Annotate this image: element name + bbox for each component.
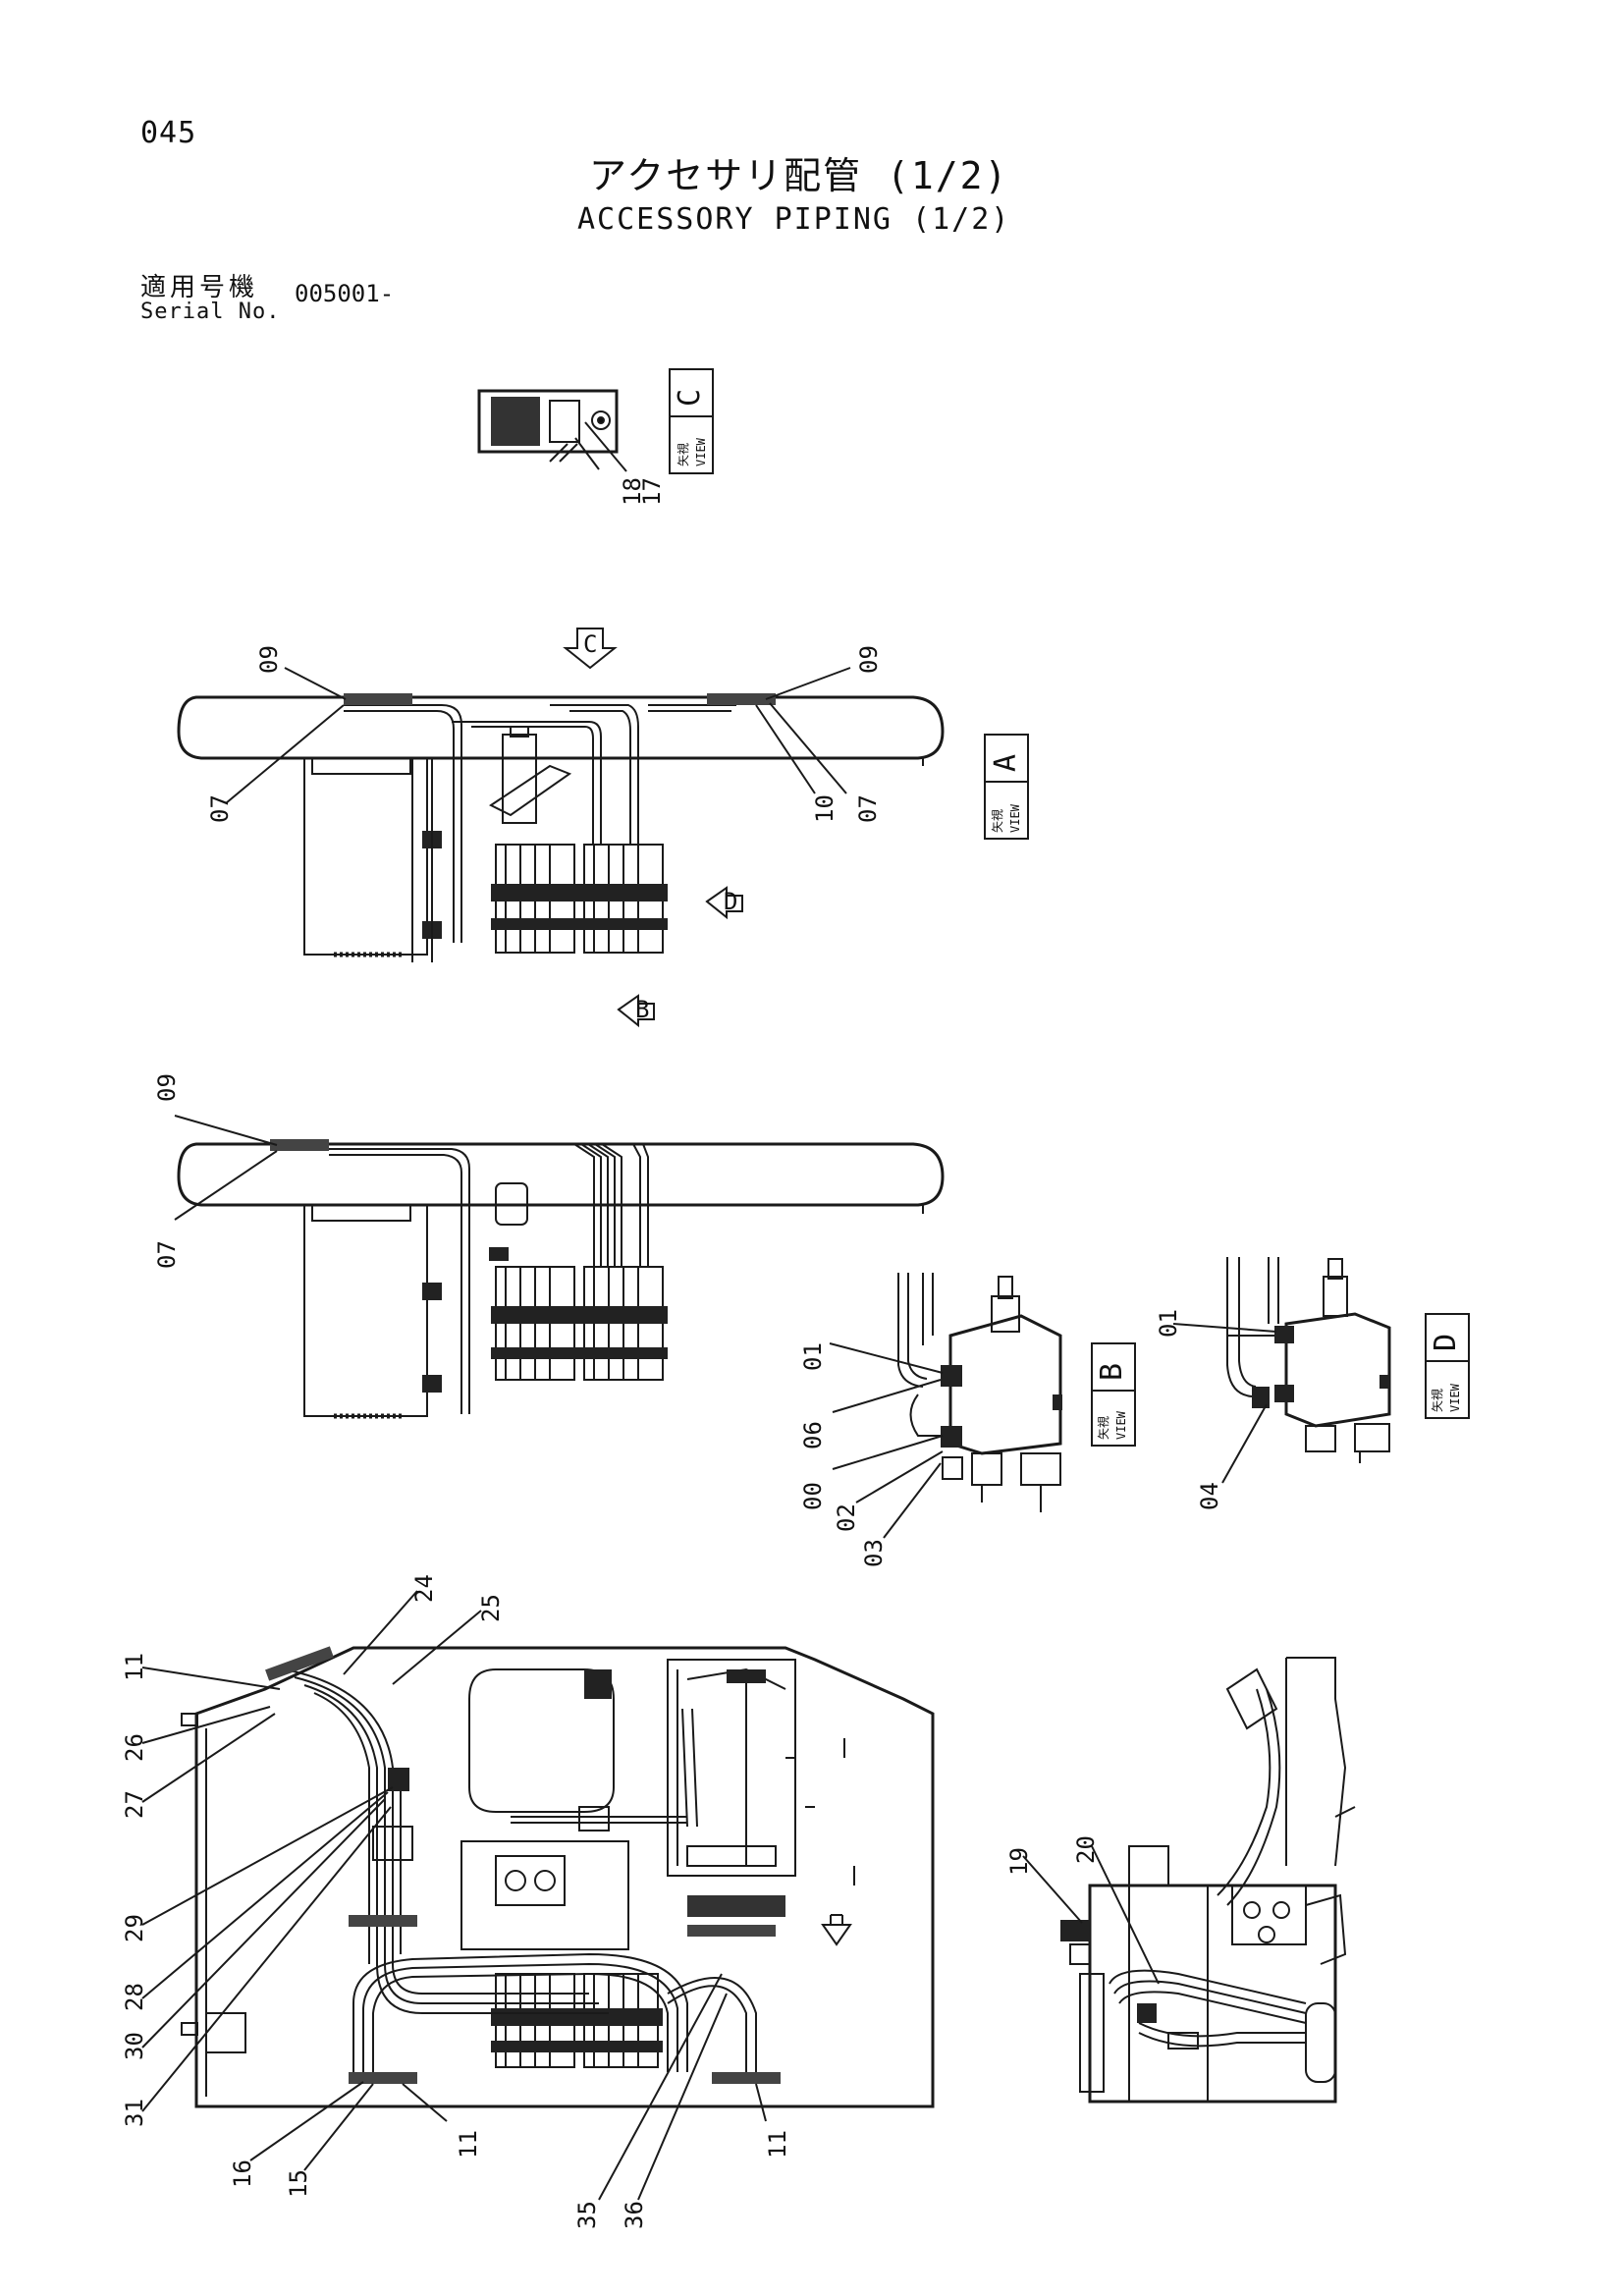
- view-b-assembly: 01 06 00 02 03: [799, 1273, 1062, 1567]
- callout-28: 28: [121, 1983, 148, 2011]
- serial-label-english: Serial No.: [140, 300, 281, 324]
- callout-30: 30: [121, 2032, 148, 2060]
- view-c-word-en: VIEW: [694, 437, 708, 466]
- view-a-word-ja: 矢視: [990, 809, 1004, 833]
- view-a-letter: A: [989, 754, 1023, 772]
- callout-07-top-right: 07: [854, 794, 882, 823]
- callout-27: 27: [121, 1790, 148, 1819]
- callout-17: 17: [638, 477, 666, 506]
- callout-09-top-left: 09: [255, 645, 283, 674]
- side-view: 19 20: [1005, 1657, 1356, 2104]
- arrow-c-letter: C: [583, 630, 597, 658]
- arrow-d-letter: D: [724, 888, 737, 915]
- view-d-label: D 矢視 VIEW: [1425, 1313, 1470, 1419]
- page-title-english: ACCESSORY PIPING (1/2): [577, 202, 1011, 237]
- callout-11-bottom-left: 11: [455, 2130, 482, 2159]
- view-d-word-ja: 矢視: [1430, 1389, 1444, 1412]
- callout-29: 29: [121, 1914, 148, 1942]
- view-a-label: A 矢視 VIEW: [984, 734, 1029, 840]
- view-c-label: C 矢視 VIEW: [669, 368, 714, 474]
- top-assembly: C: [177, 628, 945, 1028]
- callout-09-middle: 09: [153, 1073, 181, 1102]
- callout-31: 31: [121, 2099, 148, 2127]
- arrow-b-letter: B: [635, 996, 649, 1023]
- callout-35: 35: [573, 2201, 601, 2229]
- bottom-plan-view: 11 24 25 26 27 29 28 30 31 16 15 11 35 3…: [121, 1574, 935, 2229]
- callout-19: 19: [1005, 1847, 1033, 1876]
- callout-10-top-right: 10: [811, 794, 839, 823]
- view-d-letter: D: [1429, 1334, 1463, 1351]
- page-title-japanese: アクセサリ配管 (1/2): [589, 154, 1009, 197]
- view-b-word-ja: 矢視: [1096, 1416, 1110, 1440]
- serial-number-value: 005001-: [295, 280, 395, 307]
- callout-24: 24: [410, 1574, 438, 1603]
- view-d-assembly: 01 04: [1155, 1257, 1391, 1510]
- callout-07-middle: 07: [153, 1240, 181, 1269]
- callout-18: 18: [619, 477, 646, 506]
- view-c-assembly: 18 17: [477, 389, 666, 506]
- view-b-word-en: VIEW: [1114, 1410, 1128, 1440]
- page-number: 045: [140, 116, 197, 150]
- serial-label-japanese: 適用号機: [140, 273, 259, 302]
- middle-assembly: 09 07: [153, 1073, 945, 1419]
- callout-36: 36: [621, 2201, 648, 2229]
- callout-09-top-right: 09: [855, 645, 883, 674]
- callout-07-top-left: 07: [206, 794, 234, 823]
- callout-16: 16: [229, 2159, 256, 2188]
- callout-20: 20: [1072, 1835, 1100, 1864]
- callout-11-upper-left: 11: [121, 1653, 148, 1681]
- callout-06-view-b: 06: [799, 1421, 827, 1449]
- view-b-label: B 矢視 VIEW: [1091, 1342, 1136, 1447]
- view-a-word-en: VIEW: [1008, 803, 1022, 833]
- callout-03-view-b: 03: [860, 1539, 888, 1567]
- callout-25: 25: [477, 1594, 505, 1622]
- callout-04-view-d: 04: [1196, 1482, 1223, 1510]
- callout-02-view-b: 02: [833, 1503, 860, 1532]
- callout-26: 26: [121, 1733, 148, 1762]
- view-c-word-ja: 矢視: [676, 443, 690, 466]
- callout-15: 15: [285, 2169, 312, 2198]
- callout-11-bottom-right: 11: [764, 2130, 791, 2159]
- callout-01-view-d: 01: [1155, 1309, 1182, 1338]
- callout-00-view-b: 00: [799, 1482, 827, 1510]
- view-b-letter: B: [1095, 1363, 1129, 1381]
- view-d-word-en: VIEW: [1448, 1383, 1462, 1412]
- callout-01-view-b: 01: [799, 1342, 827, 1371]
- view-c-letter: C: [673, 389, 707, 407]
